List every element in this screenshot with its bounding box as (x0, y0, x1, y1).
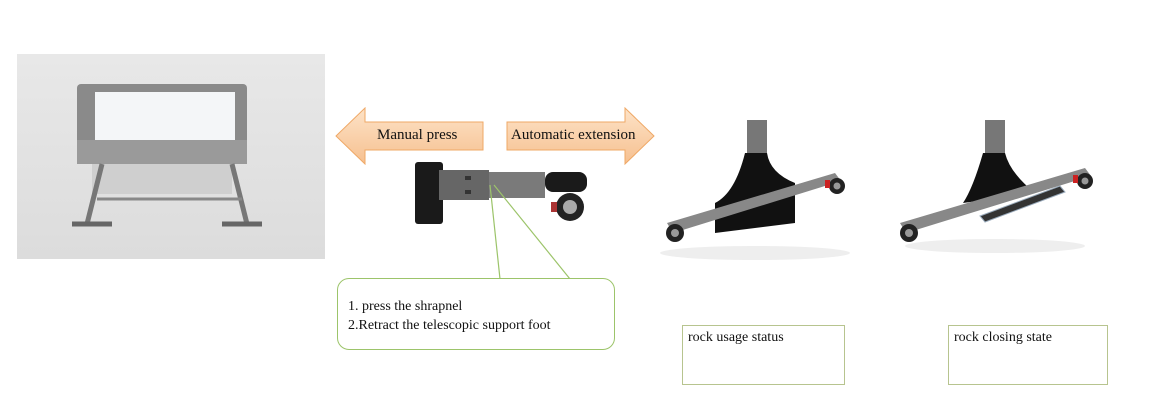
rock-usage-status-image (655, 118, 855, 263)
instruction-step-1: 1. press the shrapnel (348, 299, 463, 314)
manual-press-arrow: Manual press (335, 106, 485, 166)
instruction-callout: 1. press the shrapnel 2.Retract the tele… (337, 278, 615, 350)
rock-closing-state-image (885, 118, 1100, 263)
automatic-extension-arrow: Automatic extension (505, 106, 655, 166)
telescopic-leg-image (415, 160, 595, 235)
bassinet-photo (17, 54, 325, 259)
automatic-extension-label: Automatic extension (511, 127, 636, 143)
rock-closing-state-label: rock closing state (954, 330, 1052, 345)
rock-usage-status-label-box: rock usage status (682, 325, 845, 385)
rock-usage-status-label: rock usage status (688, 330, 784, 345)
instruction-step-2: 2.Retract the telescopic support foot (348, 318, 551, 333)
rock-closing-state-label-box: rock closing state (948, 325, 1108, 385)
manual-press-label: Manual press (377, 127, 458, 143)
